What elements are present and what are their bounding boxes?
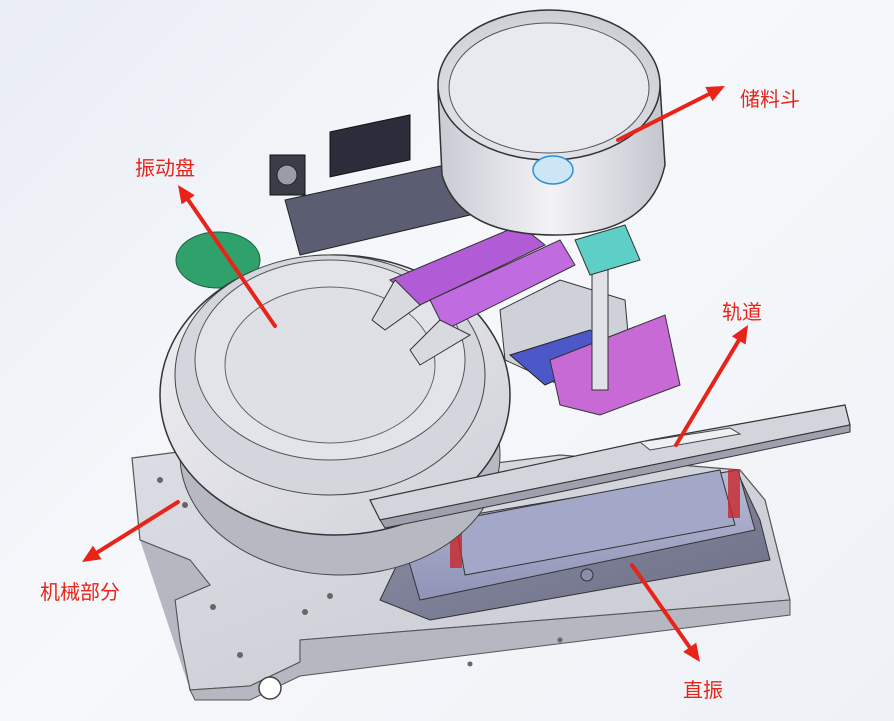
arrow-vibratory-bowl xyxy=(178,185,277,328)
track xyxy=(369,404,851,529)
arrow-track xyxy=(674,325,748,447)
hopper xyxy=(437,9,666,236)
label-linear-vibrator: 直振 xyxy=(683,678,723,702)
linear-vibrator xyxy=(379,469,771,621)
label-mechanical-part: 机械部分 xyxy=(40,580,120,604)
label-hopper: 储料斗 xyxy=(740,87,800,111)
mount-plate xyxy=(269,114,471,256)
feeder-arms xyxy=(371,224,576,366)
label-vibratory-bowl: 振动盘 xyxy=(135,156,195,180)
label-track: 轨道 xyxy=(722,300,762,324)
arrow-mechanical-part xyxy=(82,500,180,562)
pick-mechanism xyxy=(499,224,681,416)
arrow-hopper xyxy=(616,86,725,142)
mount-hole xyxy=(258,676,282,700)
arrow-linear-vibrator xyxy=(630,563,700,662)
